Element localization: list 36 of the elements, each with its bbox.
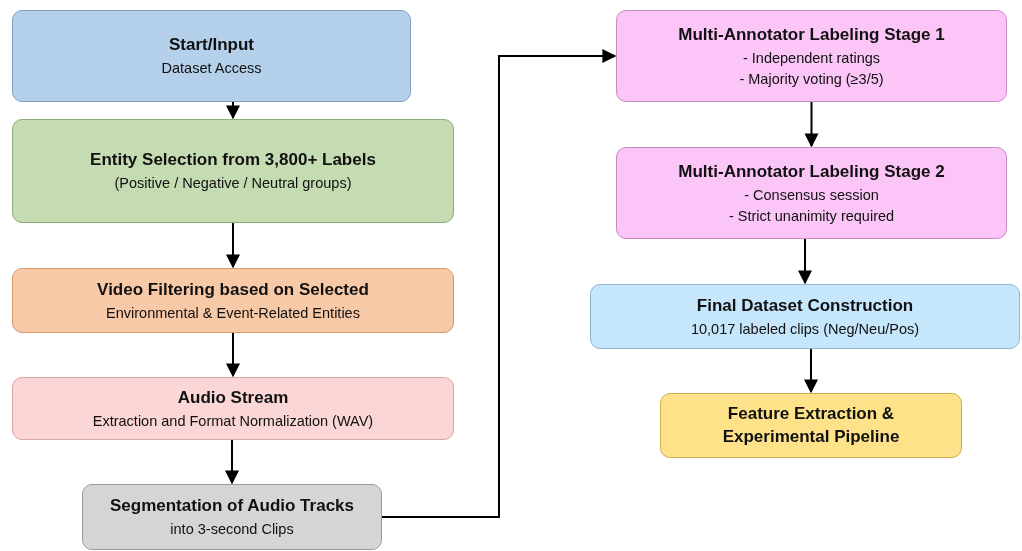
arrow: [381, 49, 617, 518]
box-heading: Feature Extraction & Experimental Pipeline: [721, 403, 901, 448]
arrow: [804, 101, 819, 148]
box-heading: Start/Input: [169, 34, 254, 57]
box-heading: Entity Selection from 3,800+ Labels: [90, 149, 376, 172]
arrow: [798, 238, 812, 285]
box-text: (Positive / Negative / Neutral groups): [114, 174, 352, 193]
process-box: [616, 10, 1007, 102]
box-text: 10,017 labeled clips (Neg/Neu/Pos): [690, 320, 920, 339]
box-heading: Final Dataset Construction: [696, 294, 914, 317]
process-box: [12, 268, 454, 333]
arrow: [226, 222, 240, 269]
box-heading: Multi-Annotator Labeling Stage 1: [678, 23, 945, 46]
box-heading: Segmentation of Audio Tracks: [110, 495, 354, 518]
box-text: - Strict unanimity required: [728, 207, 895, 226]
box-heading: Audio Stream: [177, 386, 289, 409]
arrow: [226, 332, 240, 378]
process-box: [82, 484, 382, 550]
box-text: into 3-second Clips: [170, 520, 294, 539]
process-box: [12, 10, 411, 102]
box-text: Dataset Access: [161, 59, 262, 78]
box-text: - Independent ratings: [742, 48, 880, 68]
process-box: [660, 393, 962, 458]
box-text: - Majority voting (≥3/5): [739, 70, 884, 89]
arrow: [804, 348, 818, 394]
process-box: [616, 147, 1007, 239]
box-text: Extraction and Format Normalization (WAV): [92, 412, 374, 431]
process-box: [590, 284, 1020, 349]
box-text: - Consensus session: [744, 185, 879, 205]
arrow: [226, 101, 240, 120]
process-box: [12, 119, 454, 223]
process-box: [12, 377, 454, 440]
box-heading: Video Filtering based on Selected: [97, 278, 369, 301]
box-text: Environmental & Event-Related Entities: [106, 304, 360, 323]
box-heading: Multi-Annotator Labeling Stage 2: [678, 160, 945, 183]
arrow: [225, 439, 239, 485]
